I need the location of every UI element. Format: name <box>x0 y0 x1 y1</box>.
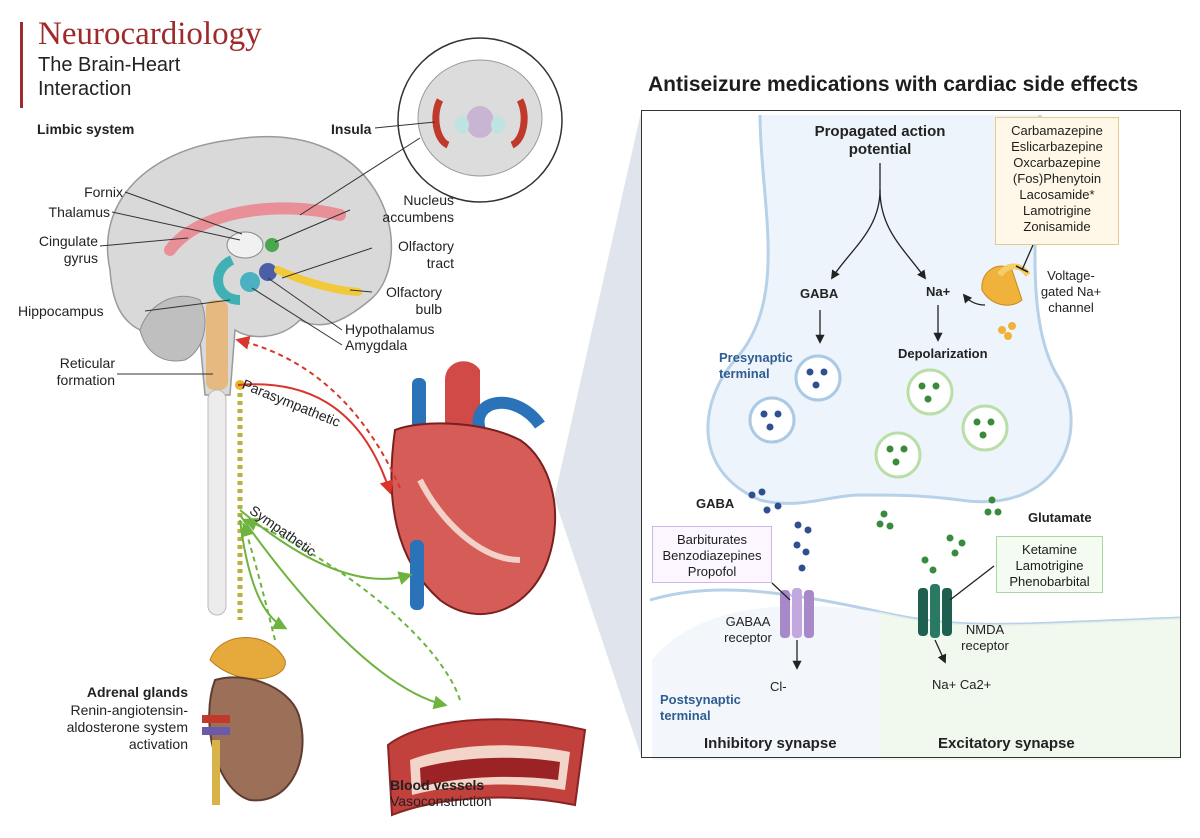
drug-item: Propofol <box>687 564 737 579</box>
nucleus-accumbens-label: Nucleus accumbens <box>382 192 454 225</box>
glutamate-molecules <box>876 496 1002 574</box>
drug-item: Lamotrigine <box>1015 558 1084 573</box>
drug-item: Lacosamide* <box>1019 187 1095 202</box>
fornix-label: Fornix <box>84 184 123 200</box>
sympathetic-vessel-arrow <box>239 514 448 710</box>
drug-item: Oxcarbazepine <box>1013 155 1101 170</box>
drug-item: Barbiturates <box>676 532 748 547</box>
nmda-receptor-icon <box>918 584 952 638</box>
gaba-drugs-box: Barbiturates Benzodiazepines Propofol <box>652 526 772 583</box>
parasympathetic-feedback-arrow <box>235 335 401 489</box>
drug-item: Lamotrigine <box>1023 203 1091 218</box>
arrow-to-na <box>879 189 927 280</box>
inhibit-nmda-receptor <box>949 565 995 601</box>
heart-illustration <box>390 361 557 616</box>
gaba-receptor-icon <box>780 588 814 638</box>
kidney-illustration <box>202 637 304 805</box>
insula-label: Insula <box>331 121 372 137</box>
depolarization-label: Depolarization <box>898 346 988 361</box>
insula-brain-section <box>397 37 563 203</box>
arrow-channel-na <box>962 293 986 306</box>
sympathetic-heart-arrow <box>239 509 413 585</box>
thalamus-label: Thalamus <box>48 204 110 220</box>
inhibitory-synapse-label: Inhibitory synapse <box>704 735 837 752</box>
blood-vessel-illustration <box>386 718 587 817</box>
hypothalamus-label: Hypothalamus <box>345 321 435 337</box>
na-channel-blockers-box: Carbamazepine Eslicarbazepine Oxcarbazep… <box>995 117 1119 245</box>
drug-item: Eslicarbazepine <box>1011 139 1103 154</box>
title-accent-bar <box>20 22 23 108</box>
brain-illustration <box>106 136 393 396</box>
inhibit-gaba-receptor <box>771 582 791 601</box>
parasympathetic-arrow <box>237 383 394 495</box>
drug-item: Phenobarbital <box>1009 574 1090 589</box>
gaba-molecules <box>748 488 812 572</box>
gaba-vesicles <box>748 354 842 444</box>
spinal-cord <box>207 380 245 620</box>
synapse-panel-frame <box>641 110 1181 758</box>
olfactory-bulb-label: Olfactory bulb <box>385 284 442 317</box>
inhibit-na-channel <box>1021 244 1034 271</box>
adrenal-glands-label: Adrenal glands <box>86 684 188 700</box>
sympathetic-adrenal-arrow <box>239 519 288 630</box>
cingulate-gyrus-label: Cingulate gyrus <box>38 233 98 266</box>
drug-item: Benzodiazepines <box>662 548 762 563</box>
nmda-drugs-box: Ketamine Lamotrigine Phenobarbital <box>996 536 1103 593</box>
gaba-cleft-label: GABA <box>696 496 735 511</box>
na-top-label: Na+ <box>926 284 951 299</box>
synapse-panel-title: Antiseizure medications with cardiac sid… <box>648 73 1139 96</box>
gaba-receptor-label: GABAA receptor <box>724 614 772 645</box>
drug-item: Zonisamide <box>1023 219 1091 234</box>
page-subtitle: The Brain-Heart Interaction <box>38 54 181 100</box>
glutamate-vesicles <box>874 368 1009 479</box>
blood-vessels-description: Vasoconstriction <box>390 793 492 809</box>
brain-leader-lines <box>99 121 436 375</box>
na-channel-icon <box>981 263 1031 340</box>
postsynaptic-terminal-label: Postsynaptic terminal <box>660 692 741 723</box>
glutamate-label: Glutamate <box>1028 510 1092 525</box>
sympathetic-feedback-arrow <box>243 517 461 701</box>
cations-label: Na+ Ca2+ <box>932 677 992 692</box>
propagated-action-potential-label: Propagated action potential <box>814 123 946 158</box>
limbic-system-label: Limbic system <box>37 121 135 137</box>
page-title: Neurocardiology <box>38 16 262 52</box>
nmda-receptor-label: NMDA receptor <box>961 622 1009 653</box>
drug-item: Ketamine <box>1022 542 1077 557</box>
drug-item: Carbamazepine <box>1011 123 1103 138</box>
presynaptic-terminal-label: Presynaptic terminal <box>719 350 793 381</box>
sympathetic-adrenal-feedback-arrow <box>240 522 276 641</box>
arrow-cations <box>934 639 947 664</box>
chloride-label: Cl- <box>770 679 787 694</box>
excitatory-synapse-label: Excitatory synapse <box>938 735 1075 752</box>
drug-item: (Fos)Phenytoin <box>1012 171 1102 186</box>
gaba-top-label: GABA <box>800 286 839 301</box>
amygdala-label: Amygdala <box>345 337 408 353</box>
olfactory-tract-label: Olfactory tract <box>397 238 454 271</box>
na-channel-label: Voltage-gated Na+ channel <box>1040 268 1102 315</box>
zoom-wedge <box>555 112 641 756</box>
hippocampus-label: Hippocampus <box>18 303 104 319</box>
reticular-formation-label: Reticular formation <box>56 355 115 388</box>
blood-vessels-label: Blood vessels <box>390 777 485 793</box>
adrenal-description: Renin-angiotensin-aldosterone system act… <box>66 702 188 752</box>
